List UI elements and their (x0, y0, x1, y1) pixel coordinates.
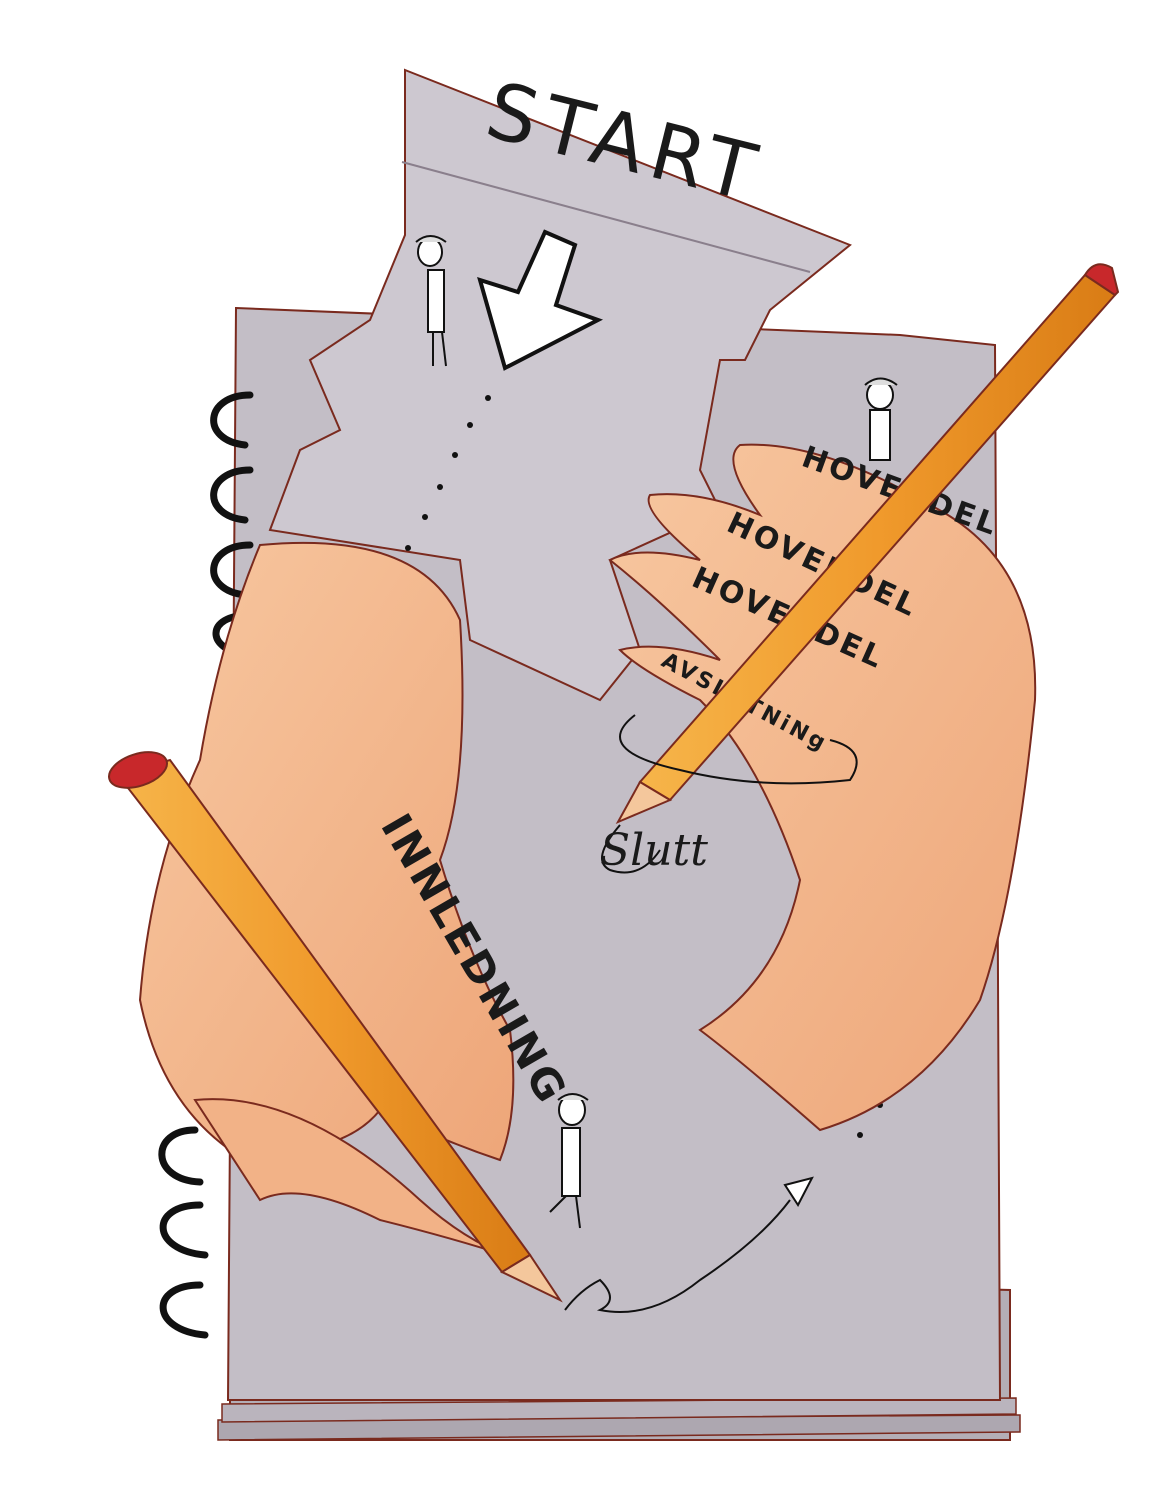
curved-arrow-icon (564, 1176, 814, 1313)
stick-figure-icon (549, 1093, 589, 1229)
slutt-label: Slutt (600, 825, 708, 876)
stick-figure-icon (864, 377, 898, 461)
stick-figure-icon (415, 235, 447, 367)
pencil-icon (108, 751, 563, 1303)
pencil-icon (615, 263, 1120, 825)
scribble (601, 714, 858, 874)
down-arrow-icon (477, 229, 604, 371)
